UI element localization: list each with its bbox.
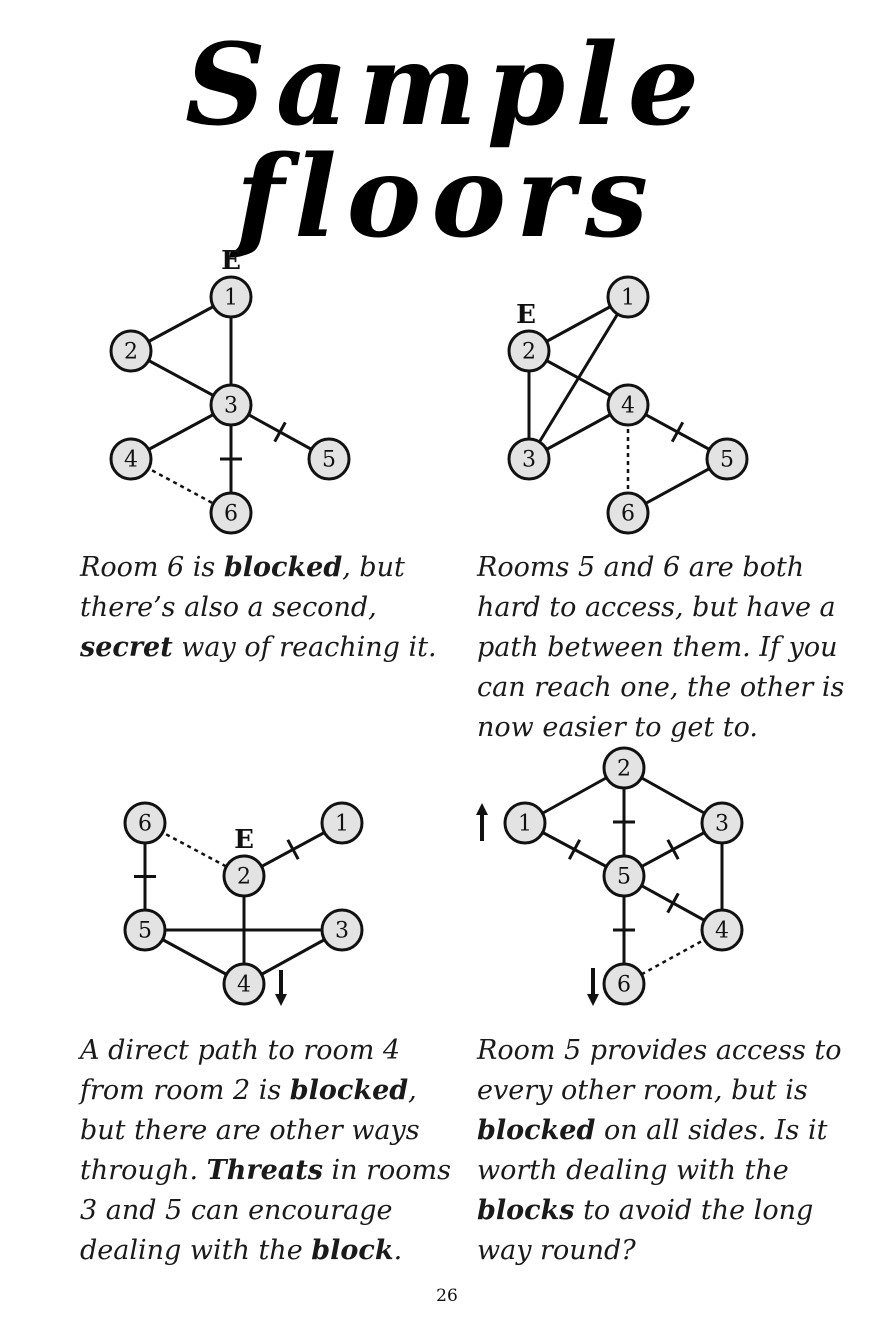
room-4: 4 bbox=[700, 908, 744, 952]
entrance-marker: E bbox=[516, 300, 536, 330]
emphasis: block bbox=[311, 1235, 394, 1266]
room-label: 1 bbox=[224, 286, 238, 311]
room-label: 3 bbox=[224, 394, 238, 419]
room-label: 3 bbox=[715, 812, 729, 837]
emphasis: Threats bbox=[206, 1155, 323, 1186]
stairs-up-icon bbox=[476, 803, 488, 841]
room-label: 2 bbox=[124, 340, 138, 365]
caption-text: to avoid the long way round? bbox=[477, 1195, 814, 1266]
map-4: 1 2 3 4 5 6 bbox=[476, 746, 744, 1006]
map-1-caption: Room 6 is blocked, but there’s also a se… bbox=[80, 548, 460, 668]
caption-text: Room 5 provides access to every other ro… bbox=[477, 1035, 842, 1106]
emphasis: blocked bbox=[223, 552, 343, 583]
caption-text: . bbox=[393, 1235, 403, 1266]
room-5: 5 bbox=[123, 908, 167, 952]
caption-text: Room 6 is bbox=[80, 552, 224, 583]
map-2-caption: Rooms 5 and 6 are both hard to access, b… bbox=[477, 548, 867, 748]
entrance-marker: E bbox=[234, 825, 254, 855]
room-2: 2 bbox=[602, 746, 646, 790]
room-4: 4 bbox=[109, 437, 153, 481]
block-mark bbox=[670, 421, 685, 443]
room-label: 4 bbox=[124, 448, 138, 473]
map-2: 1 2 3 4 5 6 E bbox=[507, 275, 749, 535]
map-3: 1 2 3 4 5 6E bbox=[123, 801, 364, 1006]
room-label: 6 bbox=[617, 973, 631, 998]
room-label: 4 bbox=[621, 394, 635, 419]
room-label: 5 bbox=[138, 919, 152, 944]
room-6: 6 bbox=[209, 491, 253, 535]
block-mark bbox=[286, 839, 300, 860]
room-5: 5 bbox=[307, 437, 351, 481]
room-1: 1 bbox=[209, 275, 253, 319]
room-4: 4 bbox=[606, 383, 650, 427]
stairs-down-icon bbox=[275, 970, 287, 1006]
block-mark bbox=[273, 421, 287, 443]
emphasis: secret bbox=[80, 632, 173, 663]
caption-text: Rooms 5 and 6 are both hard to access, b… bbox=[477, 552, 845, 743]
room-2: 2 bbox=[222, 854, 266, 898]
room-3: 3 bbox=[320, 908, 364, 952]
block-mark bbox=[666, 892, 680, 914]
emphasis: blocked bbox=[477, 1115, 596, 1146]
room-3: 3 bbox=[507, 437, 551, 481]
stairs-down-icon bbox=[587, 968, 599, 1006]
entrance-marker: E bbox=[221, 246, 241, 276]
room-label: 2 bbox=[522, 340, 536, 365]
room-label: 5 bbox=[322, 448, 336, 473]
block-mark bbox=[567, 839, 582, 860]
room-label: 6 bbox=[621, 502, 635, 527]
caption-text: in rooms 3 and 5 can encourage dealing w… bbox=[80, 1155, 452, 1266]
room-2: 2 bbox=[507, 329, 551, 373]
room-1: 1 bbox=[503, 801, 547, 845]
room-1: 1 bbox=[606, 275, 650, 319]
room-5: 5 bbox=[705, 437, 749, 481]
room-label: 6 bbox=[138, 812, 152, 837]
room-label: 2 bbox=[617, 757, 631, 782]
caption-text: , but there’s also a second, bbox=[80, 552, 405, 623]
room-label: 5 bbox=[617, 865, 631, 890]
room-label: 6 bbox=[224, 502, 238, 527]
block-mark bbox=[666, 839, 680, 860]
caption-text: on all sides. Is it worth dealing with t… bbox=[477, 1115, 828, 1186]
room-label: 1 bbox=[621, 286, 635, 311]
page-number: 26 bbox=[436, 1286, 458, 1306]
room-3: 3 bbox=[209, 383, 253, 427]
room-label: 1 bbox=[335, 812, 349, 837]
room-label: 2 bbox=[237, 865, 251, 890]
room-5: 5 bbox=[602, 854, 646, 898]
room-2: 2 bbox=[109, 329, 153, 373]
caption-text: , but there are other ways through. bbox=[80, 1075, 420, 1186]
room-4: 4 bbox=[222, 962, 266, 1006]
room-label: 3 bbox=[522, 448, 536, 473]
map-3-caption: A direct path to room 4 from room 2 is b… bbox=[80, 1031, 460, 1271]
emphasis: blocks bbox=[477, 1195, 575, 1226]
room-label: 4 bbox=[715, 919, 729, 944]
room-label: 3 bbox=[335, 919, 349, 944]
emphasis: blocked bbox=[289, 1075, 409, 1106]
page-title: Sample floors bbox=[184, 20, 710, 263]
map-4-caption: Room 5 provides access to every other ro… bbox=[477, 1031, 867, 1271]
room-3: 3 bbox=[700, 801, 744, 845]
map-1: 1 2 3 4 5 6 E bbox=[109, 246, 351, 535]
room-6: 6 bbox=[123, 801, 167, 845]
room-6: 6 bbox=[602, 962, 646, 1006]
caption-text: way of reaching it. bbox=[172, 632, 437, 663]
room-label: 5 bbox=[720, 448, 734, 473]
room-6: 6 bbox=[606, 491, 650, 535]
room-label: 1 bbox=[518, 812, 532, 837]
room-1: 1 bbox=[320, 801, 364, 845]
caption-text: A direct path to room 4 from room 2 is bbox=[80, 1035, 401, 1106]
room-label: 4 bbox=[237, 973, 251, 998]
